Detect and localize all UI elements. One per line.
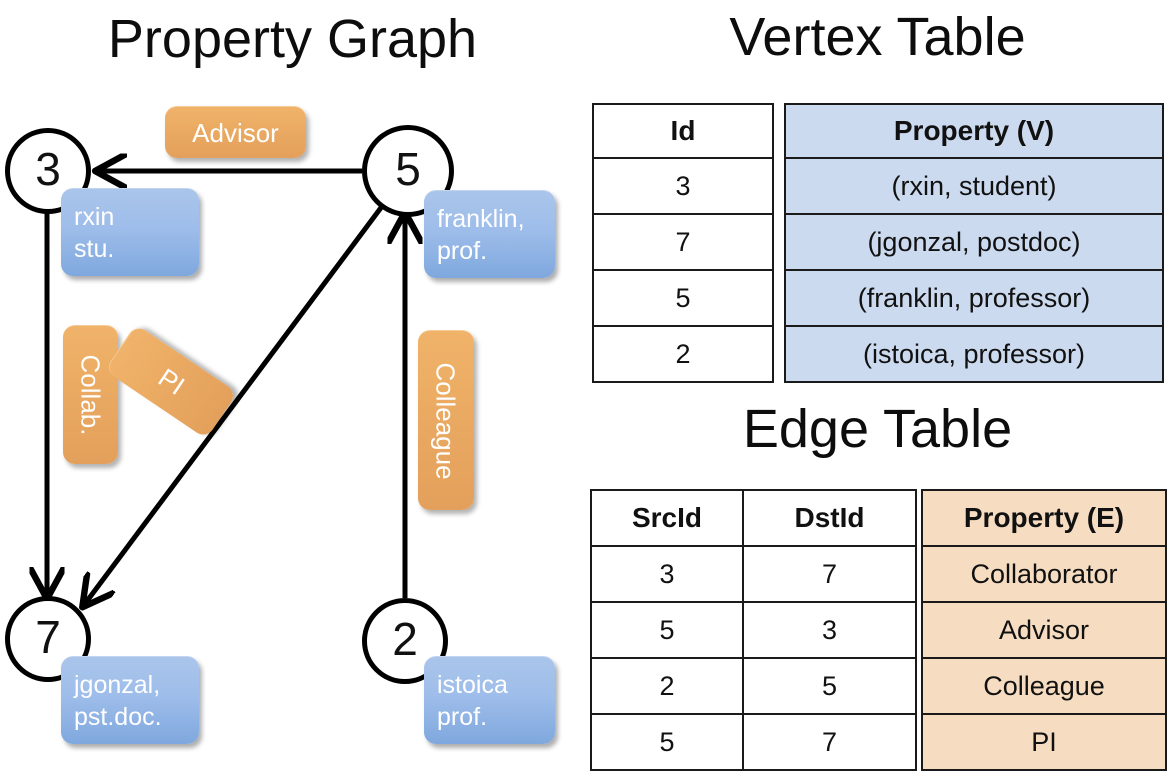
table-header-row: SrcId DstId [590, 489, 917, 547]
table-header-row: Id [592, 103, 774, 159]
node-property-box-rxin: rxin stu. [61, 188, 199, 276]
table-row: 7 [592, 213, 774, 271]
table-row: 2 [592, 325, 774, 383]
page-title-property-graph: Property Graph [107, 9, 478, 69]
edge-label-pi: PI [152, 362, 190, 402]
table-header-row: Property (V) [784, 103, 1164, 159]
edge-arrow-pi-5-to-7 [84, 203, 386, 605]
table-row: Collaborator [921, 545, 1167, 603]
table-row: 5 3 [590, 601, 917, 659]
table-row: 3 [592, 157, 774, 215]
edge-table-cell-dstid: 3 [742, 601, 917, 659]
vertex-table-id-column: Id 3 7 5 2 [592, 103, 774, 383]
vertex-table-header-property: Property (V) [784, 103, 1164, 159]
edge-label-collab: Collab. [75, 354, 106, 436]
table-row: Advisor [921, 601, 1167, 659]
vertex-table-cell-property: (franklin, professor) [784, 269, 1164, 327]
table-row: (rxin, student) [784, 157, 1164, 215]
table-header-row: Property (E) [921, 489, 1167, 547]
edge-table-cell-property: PI [921, 713, 1167, 771]
vertex-table-cell-property: (rxin, student) [784, 157, 1164, 215]
node-property-box-jgonzal: jgonzal, pst.doc. [61, 656, 199, 744]
node-property-box-franklin: franklin, prof. [424, 190, 555, 278]
node-property-line-2: prof. [437, 702, 488, 731]
graph-node-5[interactable]: 5 [362, 125, 454, 217]
vertex-table-cell-property: (jgonzal, postdoc) [784, 213, 1164, 271]
table-row: (istoica, professor) [784, 325, 1164, 383]
graph-node-5-label: 5 [395, 143, 421, 195]
vertex-table-cell-id: 3 [592, 157, 774, 215]
edge-table-id-columns: SrcId DstId 3 7 5 3 2 5 5 7 [590, 489, 917, 771]
table-row: 5 [592, 269, 774, 327]
table-row: 2 5 [590, 657, 917, 715]
edge-table-header-dstid: DstId [742, 489, 917, 547]
node-property-line-1: franklin, [437, 204, 525, 233]
graph-node-7-label: 7 [35, 611, 61, 663]
table-row: 3 7 [590, 545, 917, 603]
graph-node-3-label: 3 [35, 143, 61, 195]
graph-node-2-label: 2 [392, 613, 418, 665]
edge-table-cell-property: Colleague [921, 657, 1167, 715]
edge-label-box-colleague: Colleague [418, 330, 474, 510]
edge-label-box-advisor: Advisor [165, 106, 306, 158]
edge-table-header-srcid: SrcId [590, 489, 744, 547]
node-property-box-istoica: istoica prof. [424, 656, 555, 744]
table-row: (franklin, professor) [784, 269, 1164, 327]
vertex-table-cell-id: 2 [592, 325, 774, 383]
edge-table-cell-srcid: 2 [590, 657, 744, 715]
node-property-line-2: stu. [74, 234, 115, 263]
vertex-table-property-column: Property (V) (rxin, student) (jgonzal, p… [784, 103, 1164, 383]
node-property-line-2: pst.doc. [74, 702, 162, 731]
vertex-table-header-id: Id [592, 103, 774, 159]
edge-label-box-collab: Collab. [63, 325, 118, 464]
graph-node-2[interactable]: 2 [362, 598, 448, 684]
node-property-line-2: prof. [437, 236, 488, 265]
table-row: (jgonzal, postdoc) [784, 213, 1164, 271]
vertex-table-cell-id: 5 [592, 269, 774, 327]
edge-table-cell-dstid: 7 [742, 545, 917, 603]
page-title-edge-table: Edge Table [742, 399, 1013, 459]
table-row: 5 7 [590, 713, 917, 771]
edge-table-property-column: Property (E) Collaborator Advisor Collea… [921, 489, 1167, 771]
edge-table-header-property: Property (E) [921, 489, 1167, 547]
node-property-line-1: rxin [74, 202, 115, 231]
edge-table-cell-property: Collaborator [921, 545, 1167, 603]
edge-table-cell-property: Advisor [921, 601, 1167, 659]
edge-label-colleague: Colleague [431, 361, 461, 480]
edge-table-cell-dstid: 7 [742, 713, 917, 771]
edge-table-cell-dstid: 5 [742, 657, 917, 715]
page-title-vertex-table: Vertex Table [729, 7, 1026, 67]
graph-edges-svg [0, 0, 585, 760]
vertex-table-cell-id: 7 [592, 213, 774, 271]
table-row: PI [921, 713, 1167, 771]
edge-table-cell-srcid: 5 [590, 713, 744, 771]
edge-table-cell-srcid: 5 [590, 601, 744, 659]
edge-table-cell-srcid: 3 [590, 545, 744, 603]
edge-label-advisor: Advisor [192, 117, 279, 148]
table-row: Colleague [921, 657, 1167, 715]
node-property-line-1: jgonzal, [74, 670, 161, 699]
node-property-line-1: istoica [437, 670, 508, 699]
vertex-table-cell-property: (istoica, professor) [784, 325, 1164, 383]
